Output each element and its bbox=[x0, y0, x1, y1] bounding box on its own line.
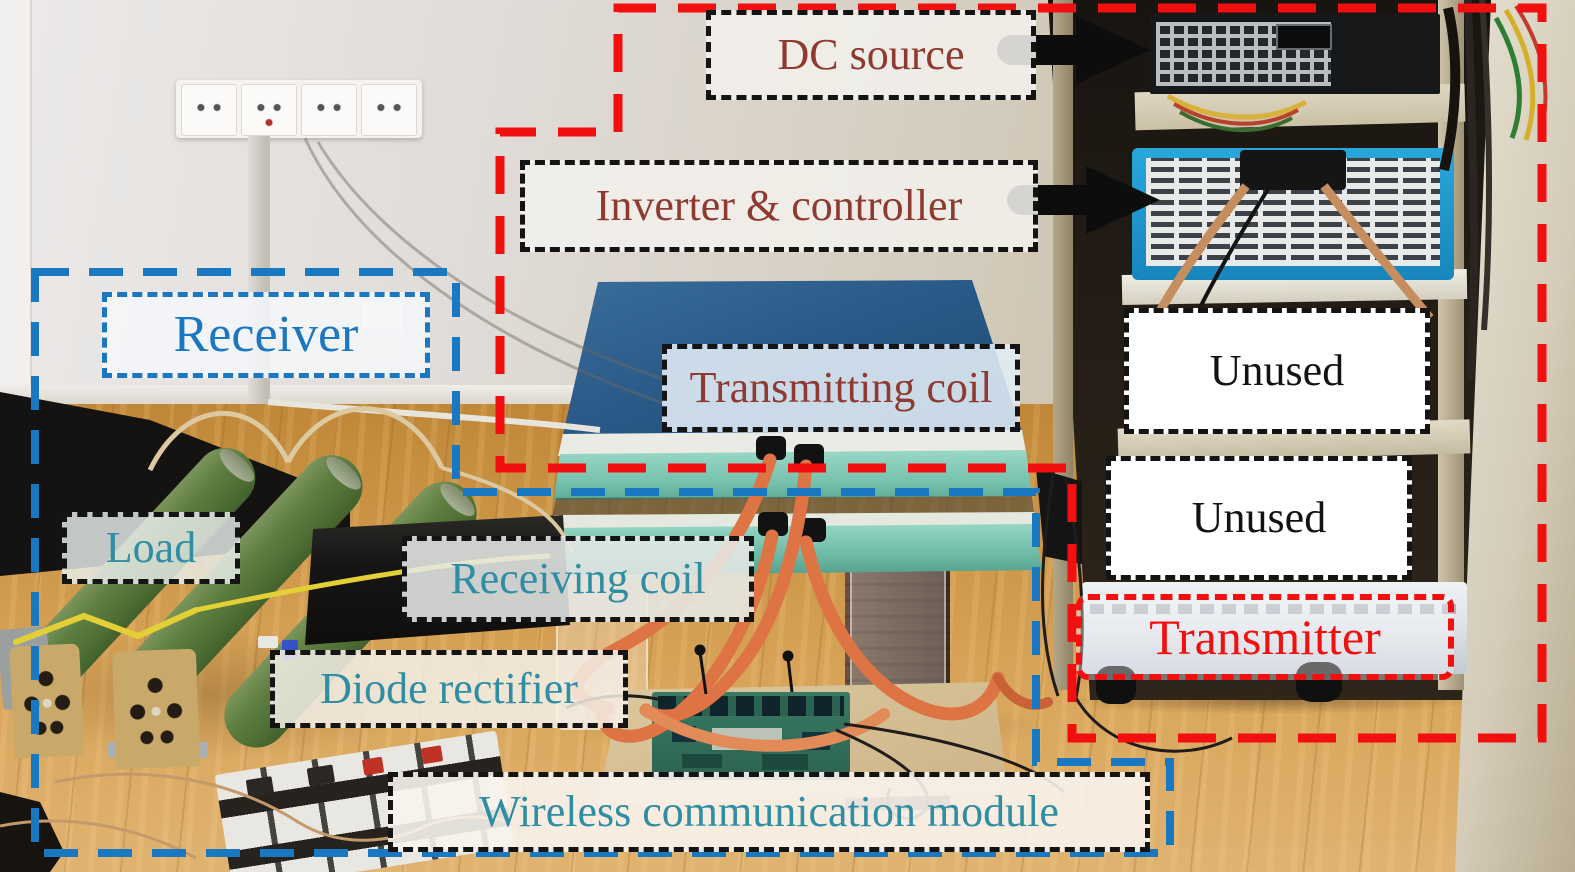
power-outlet-1 bbox=[181, 84, 237, 136]
cable-gland-3 bbox=[758, 512, 788, 536]
cable-gland-4 bbox=[796, 518, 826, 542]
breaker-toggle-red-2 bbox=[420, 745, 444, 765]
cable-gland-2 bbox=[794, 444, 824, 468]
pcb-chip-dark-2 bbox=[802, 732, 830, 750]
receiver-label: Receiver bbox=[102, 292, 430, 378]
wireless-module-label-text: Wireless communication module bbox=[479, 787, 1059, 836]
transmitter-label: Transmitter bbox=[1076, 594, 1454, 680]
unused-bottom-label-text: Unused bbox=[1191, 493, 1327, 542]
diode-rectifier-label: Diode rectifier bbox=[270, 650, 628, 728]
load-label: Load bbox=[62, 512, 240, 584]
breaker-toggle-dark-2 bbox=[306, 764, 336, 787]
resistor-bracket-2 bbox=[111, 648, 201, 770]
inverter-unit bbox=[1132, 148, 1454, 280]
dc-source-label-text: DC source bbox=[777, 30, 965, 79]
inverter-controller-label-text: Inverter & controller bbox=[595, 181, 963, 230]
pcb-chip-dark-4 bbox=[762, 754, 808, 770]
unused-top-label-text: Unused bbox=[1209, 346, 1345, 395]
load-label-text: Load bbox=[105, 523, 197, 572]
power-outlet-4 bbox=[361, 84, 417, 136]
dc-supply-display bbox=[1276, 24, 1332, 50]
pcb-chip-dark-1 bbox=[672, 726, 696, 742]
cable-gland-1 bbox=[756, 436, 786, 460]
dc-source-label: DC source bbox=[706, 10, 1036, 100]
power-outlet-2 bbox=[241, 84, 297, 136]
pcb-chip-dark-3 bbox=[682, 754, 722, 768]
inverter-controller-label: Inverter & controller bbox=[520, 160, 1038, 252]
pcb-terminal-row bbox=[658, 696, 844, 716]
diode-rectifier-label-text: Diode rectifier bbox=[320, 664, 578, 713]
transmitting-coil-label: Transmitting coil bbox=[662, 344, 1020, 432]
unused-slot-label-top: Unused bbox=[1124, 308, 1430, 434]
transmitting-coil-label-text: Transmitting coil bbox=[689, 363, 993, 412]
inverter-connector-block bbox=[1240, 150, 1346, 190]
rack-rail-left bbox=[1053, 0, 1073, 690]
transmitter-label-text: Transmitter bbox=[1149, 609, 1381, 665]
receiving-coil-label-text: Receiving coil bbox=[450, 554, 706, 603]
wireless-module-label: Wireless communication module bbox=[388, 772, 1150, 852]
breaker-toggle-dark-1 bbox=[245, 776, 275, 798]
resistor-bracket-1 bbox=[9, 643, 85, 759]
pcb-chip-silver bbox=[712, 728, 782, 750]
unused-slot-label-bottom: Unused bbox=[1106, 456, 1412, 580]
power-outlet-3 bbox=[301, 84, 357, 136]
terminal-block-white bbox=[258, 636, 278, 648]
wireless-module-pcb bbox=[652, 692, 850, 780]
breaker-toggle-red-1 bbox=[361, 756, 385, 776]
receiving-coil-label: Receiving coil bbox=[402, 536, 754, 622]
dc-power-supply-unit bbox=[1150, 14, 1440, 94]
receiver-label-text: Receiver bbox=[173, 306, 359, 363]
